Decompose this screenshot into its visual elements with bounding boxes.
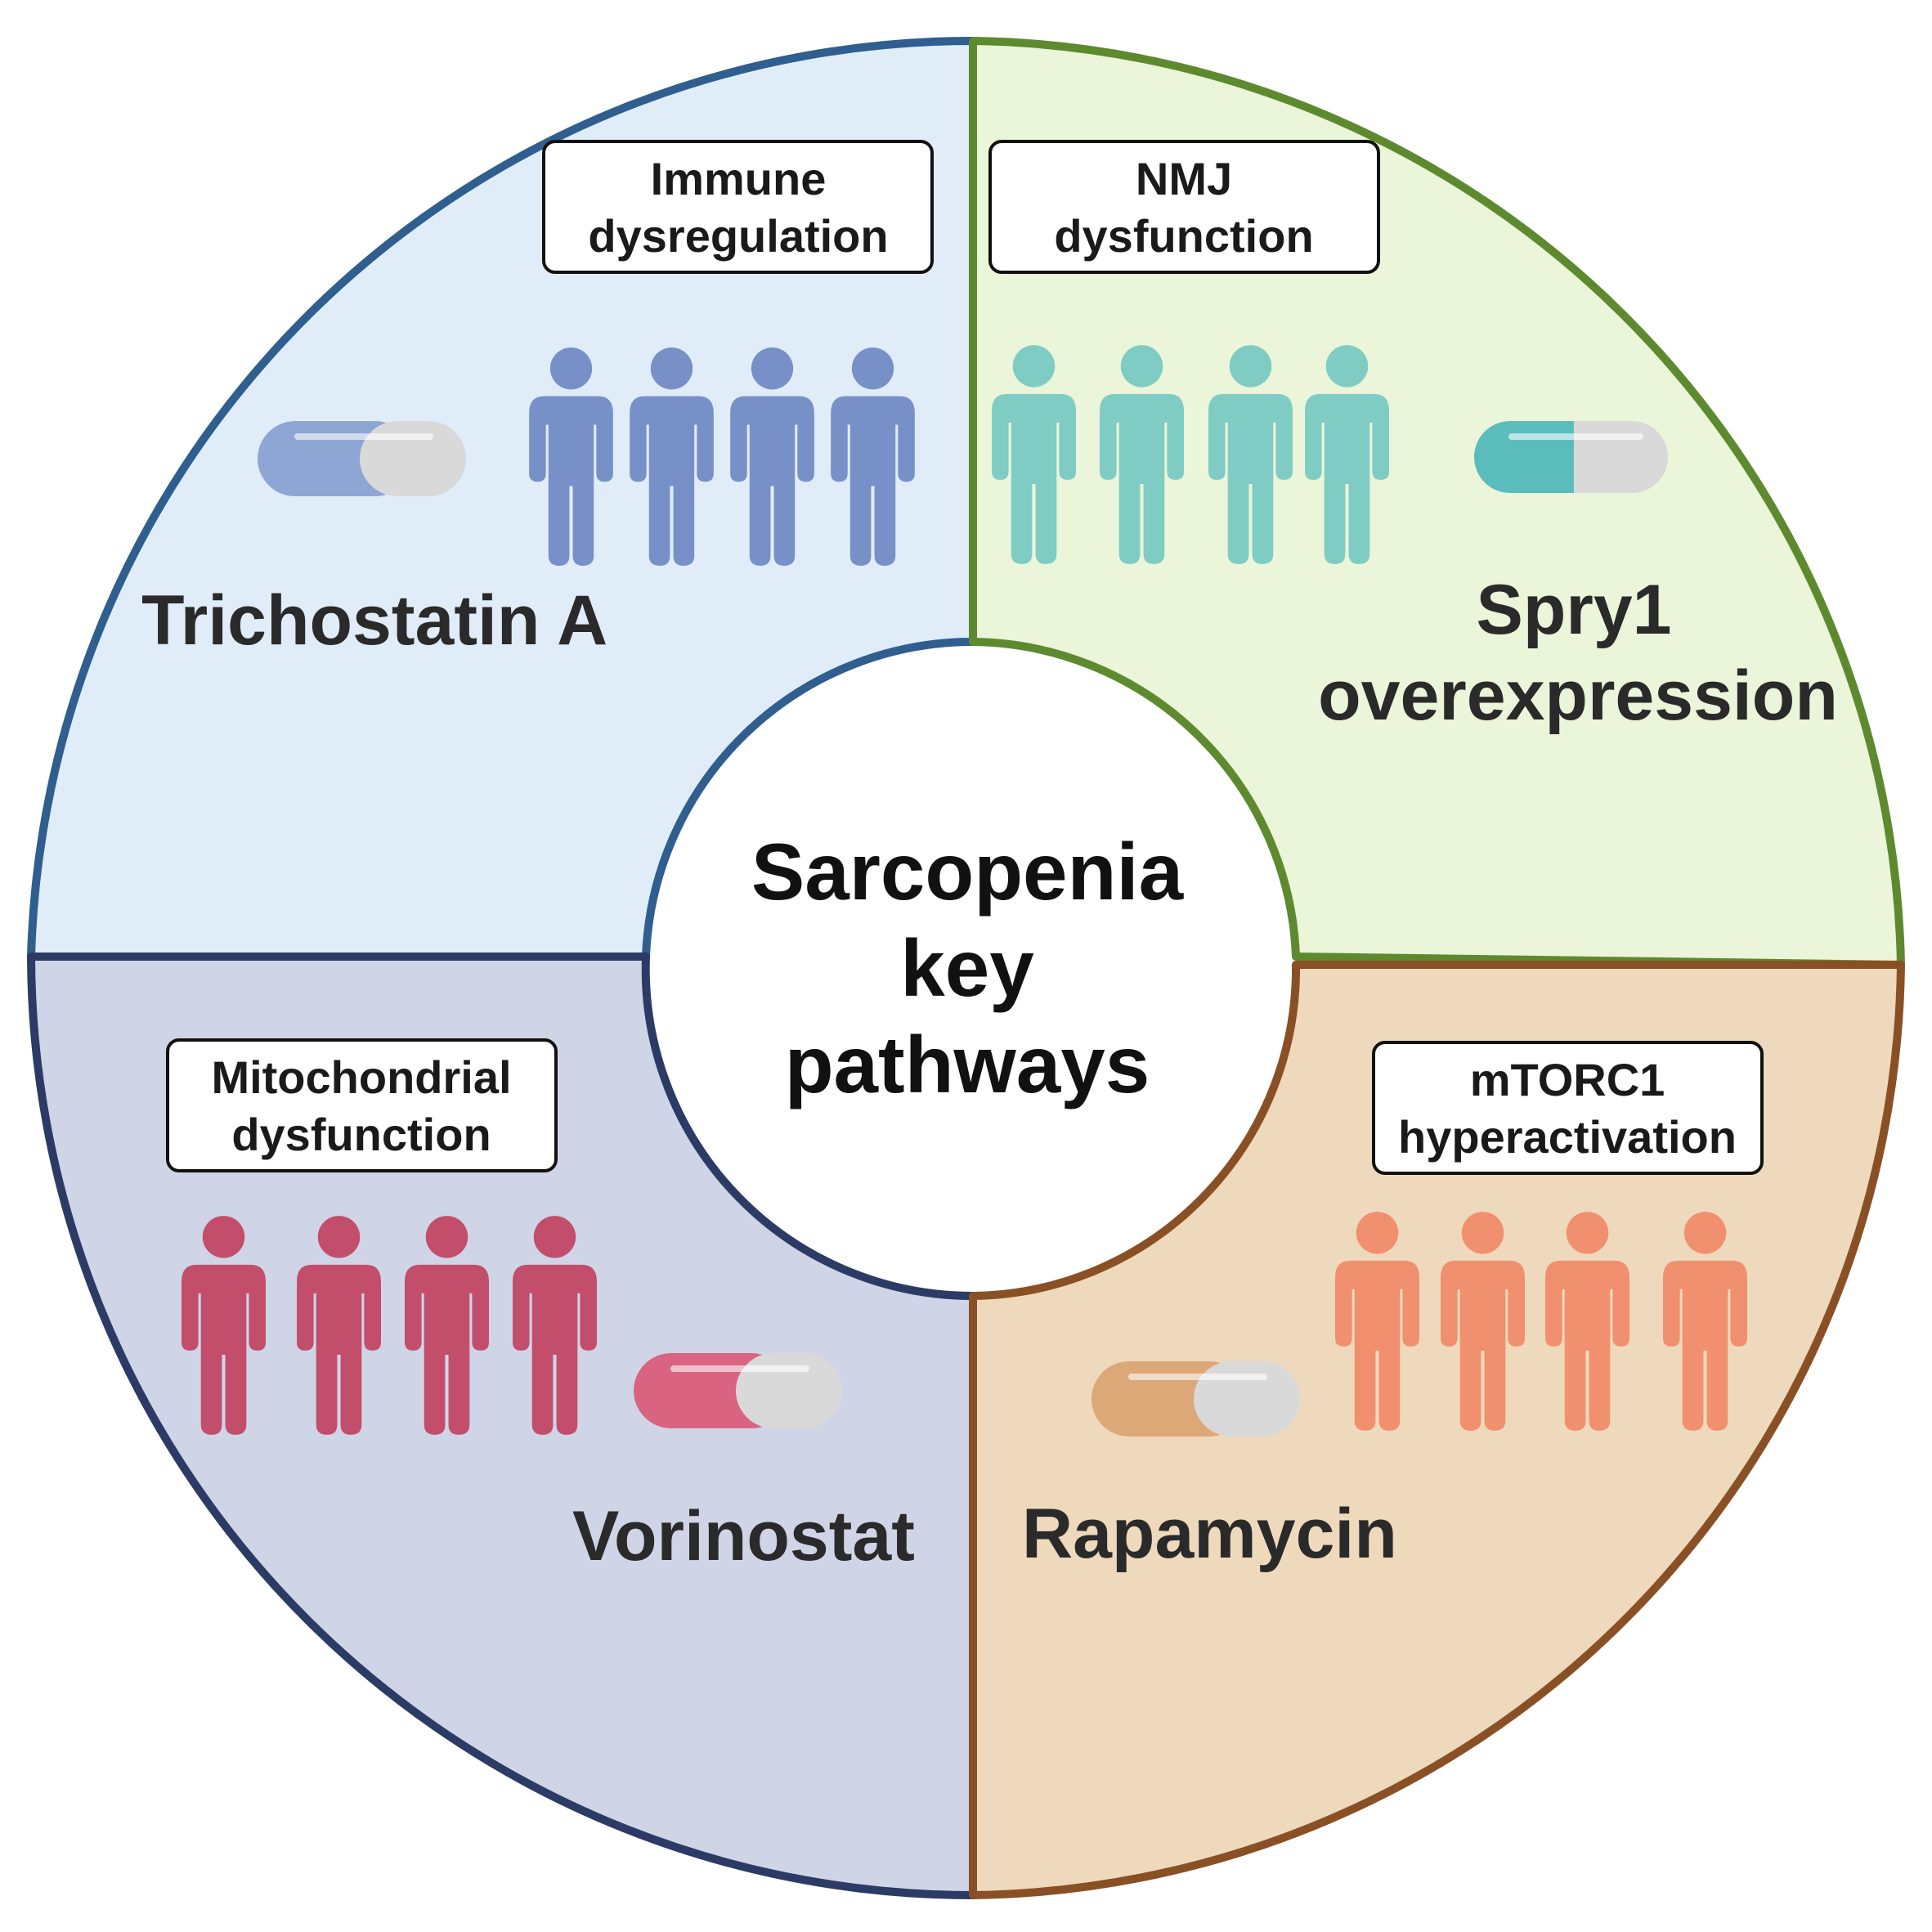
drug-label-rapamycin: Rapamycin: [1022, 1495, 1397, 1573]
drug-label-trichostatin-a: Trichostatin A: [141, 581, 607, 660]
center-title-line-1: Sarcopenia: [751, 827, 1185, 917]
drug-label-vorinostat: Vorinostat: [572, 1497, 915, 1576]
pathway-label-mtorc1-hyperactivation: mTORC1 hyperactivation: [1372, 1041, 1764, 1175]
pathway-label-line-2: dysfunction: [1054, 210, 1313, 262]
pill-capsule-icon: [634, 1353, 842, 1428]
quadrant-mtorc1-hyperactivation: [969, 961, 1905, 1899]
pathway-label-line-1: NMJ: [1136, 153, 1232, 204]
pathway-label-line-1: Mitochondrial: [211, 1051, 511, 1103]
quadrant-mitochondrial-dysfunction: [27, 953, 977, 1899]
pathway-label-nmj-dysfunction: NMJ dysfunction: [988, 140, 1380, 274]
pathway-label-mitochondrial-dysfunction: Mitochondrial dysfunction: [166, 1038, 558, 1172]
pill-capsule-icon: [1474, 421, 1668, 493]
pathway-label-line-1: mTORC1: [1470, 1054, 1665, 1105]
center-circle: [656, 652, 1290, 1286]
center-title-line-2: key: [900, 923, 1034, 1013]
center-title-line-3: pathways: [785, 1020, 1150, 1109]
pill-capsule-icon: [258, 421, 466, 496]
drug-label-spry1-line-1: Spry1: [1476, 571, 1671, 649]
pathway-label-line-1: Immune: [651, 153, 827, 204]
pathway-label-line-2: dysregulation: [588, 210, 888, 262]
pill-capsule-icon: [1092, 1361, 1300, 1437]
drug-label-spry1-line-2: overexpression: [1318, 657, 1838, 735]
pathway-label-line-2: hyperactivation: [1398, 1111, 1737, 1163]
pathway-label-line-2: dysfunction: [231, 1109, 491, 1160]
pathway-label-immune-dysregulation: Immune dysregulation: [542, 140, 934, 274]
